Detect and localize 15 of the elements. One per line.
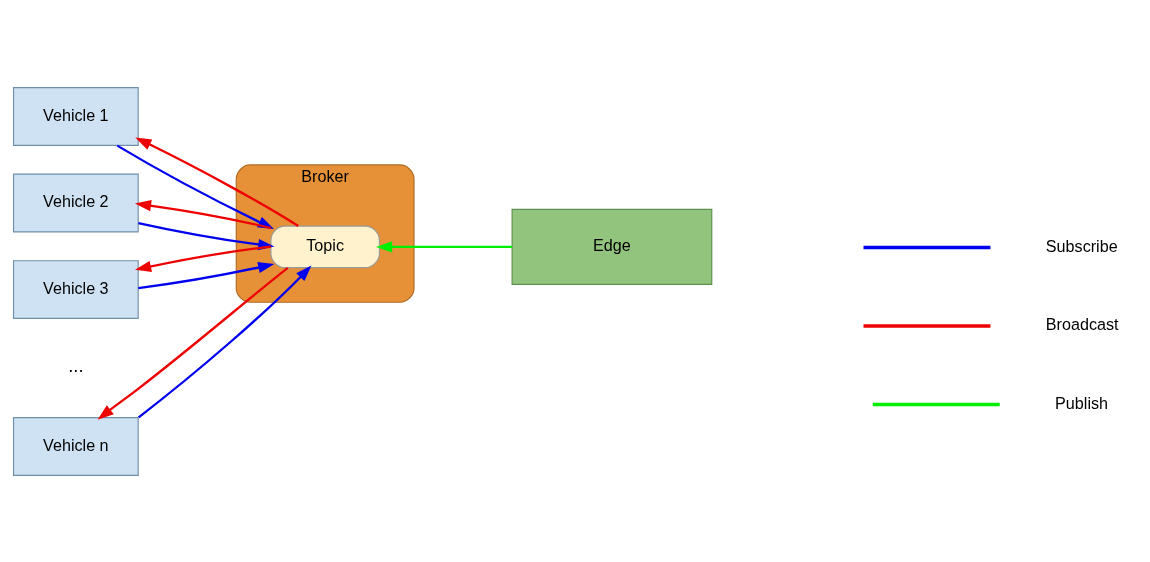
node-box: Edge <box>511 208 713 285</box>
arrow <box>97 266 289 420</box>
node-box: Vehicle 2 <box>12 173 139 232</box>
legend-label: Broadcast <box>1045 314 1119 333</box>
arrow <box>137 264 312 418</box>
arrow <box>376 240 513 253</box>
legend-label: Publish <box>1055 393 1109 412</box>
node-box: Vehicle 1 <box>12 86 139 146</box>
node-box: Vehicle 3 <box>12 259 139 319</box>
arrow <box>134 244 272 272</box>
label: ... <box>68 354 84 376</box>
arrow <box>138 261 275 289</box>
node-box: Vehicle n <box>12 416 139 476</box>
legend-label: Subscribe <box>1045 236 1118 255</box>
node-box: Topic <box>270 225 380 268</box>
